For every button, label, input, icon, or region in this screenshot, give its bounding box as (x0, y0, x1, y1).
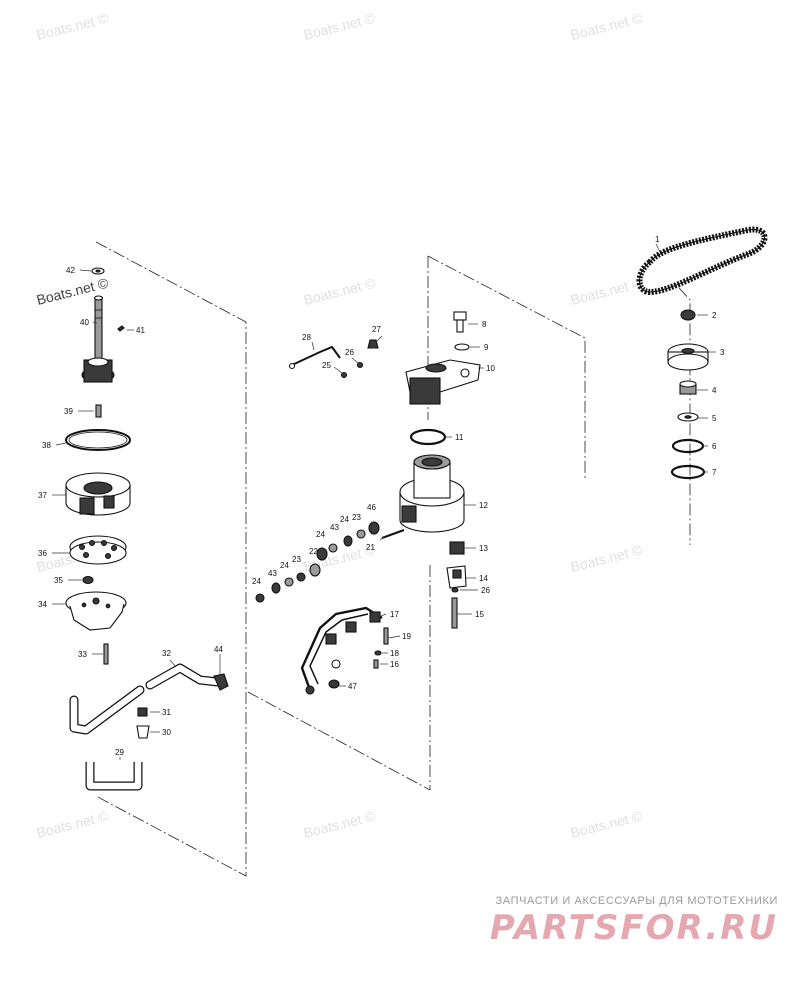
watermark: Boats.net © (302, 274, 378, 307)
label-33: 33 (78, 650, 87, 659)
center-assembly (255, 311, 481, 695)
label-36: 36 (38, 549, 47, 558)
label-37: 37 (38, 491, 47, 500)
label-26: 26 (345, 348, 354, 357)
label-44: 44 (214, 645, 223, 654)
part-labels: 42 40 41 39 38 37 36 35 34 33 32 44 31 3… (38, 235, 725, 757)
label-34: 34 (38, 600, 47, 609)
site-logo: PARTSFOR.RU (489, 908, 778, 948)
label-38: 38 (42, 441, 51, 450)
label-24: 24 (280, 561, 289, 570)
label-10: 10 (486, 364, 495, 373)
label-23: 23 (292, 555, 301, 564)
label-24: 24 (252, 577, 261, 586)
label-18: 18 (390, 649, 399, 658)
label-9: 9 (484, 343, 489, 352)
label-1: 1 (655, 235, 660, 244)
label-11: 11 (455, 433, 464, 442)
label-19: 19 (402, 632, 411, 641)
leader-lines (52, 243, 716, 760)
label-8: 8 (482, 320, 487, 329)
label-42: 42 (66, 266, 75, 275)
footer-caption: ЗАПЧАСТИ И АКСЕССУАРЫ ДЛЯ МОТОТЕХНИКИ (495, 895, 778, 907)
label-23: 23 (352, 513, 361, 522)
label-15: 15 (475, 610, 484, 619)
label-46: 46 (367, 503, 376, 512)
assembly-boundaries (95, 241, 691, 877)
label-3: 3 (720, 348, 725, 357)
label-14: 14 (479, 574, 488, 583)
label-47: 47 (348, 682, 357, 691)
watermark: Boats.net © (302, 807, 378, 840)
label-24: 24 (316, 530, 325, 539)
label-12: 12 (479, 501, 488, 510)
label-17: 17 (390, 610, 399, 619)
label-25: 25 (322, 361, 331, 370)
label-24: 24 (340, 515, 349, 524)
watermark: Boats.net © (569, 9, 645, 42)
label-28: 28 (302, 333, 311, 342)
label-29: 29 (115, 748, 124, 757)
watermark: Boats.net © (569, 807, 645, 840)
label-40: 40 (80, 318, 89, 327)
watermark: Boats.net © (569, 274, 645, 307)
watermark: Boats.net © (35, 9, 111, 42)
label-13: 13 (479, 544, 488, 553)
label-26: 26 (481, 586, 490, 595)
label-31: 31 (162, 708, 171, 717)
label-39: 39 (64, 407, 73, 416)
label-35: 35 (54, 576, 63, 585)
label-21: 21 (366, 543, 375, 552)
label-41: 41 (136, 326, 145, 335)
label-43: 43 (268, 569, 277, 578)
label-32: 32 (162, 649, 171, 658)
label-30: 30 (162, 728, 171, 737)
watermark: Boats.net © (35, 807, 111, 840)
left-assembly (65, 267, 131, 665)
watermark: Boats.net © (302, 9, 378, 42)
label-16: 16 (390, 660, 399, 669)
label-43: 43 (330, 523, 339, 532)
right-assembly (636, 226, 768, 480)
watermark: Boats.net © (569, 541, 645, 574)
label-4: 4 (712, 386, 717, 395)
label-5: 5 (712, 414, 717, 423)
label-22: 22 (309, 547, 318, 556)
label-27: 27 (372, 325, 381, 334)
label-2: 2 (712, 311, 717, 320)
label-7: 7 (712, 468, 717, 477)
label-6: 6 (712, 442, 717, 451)
hoses (69, 663, 229, 791)
